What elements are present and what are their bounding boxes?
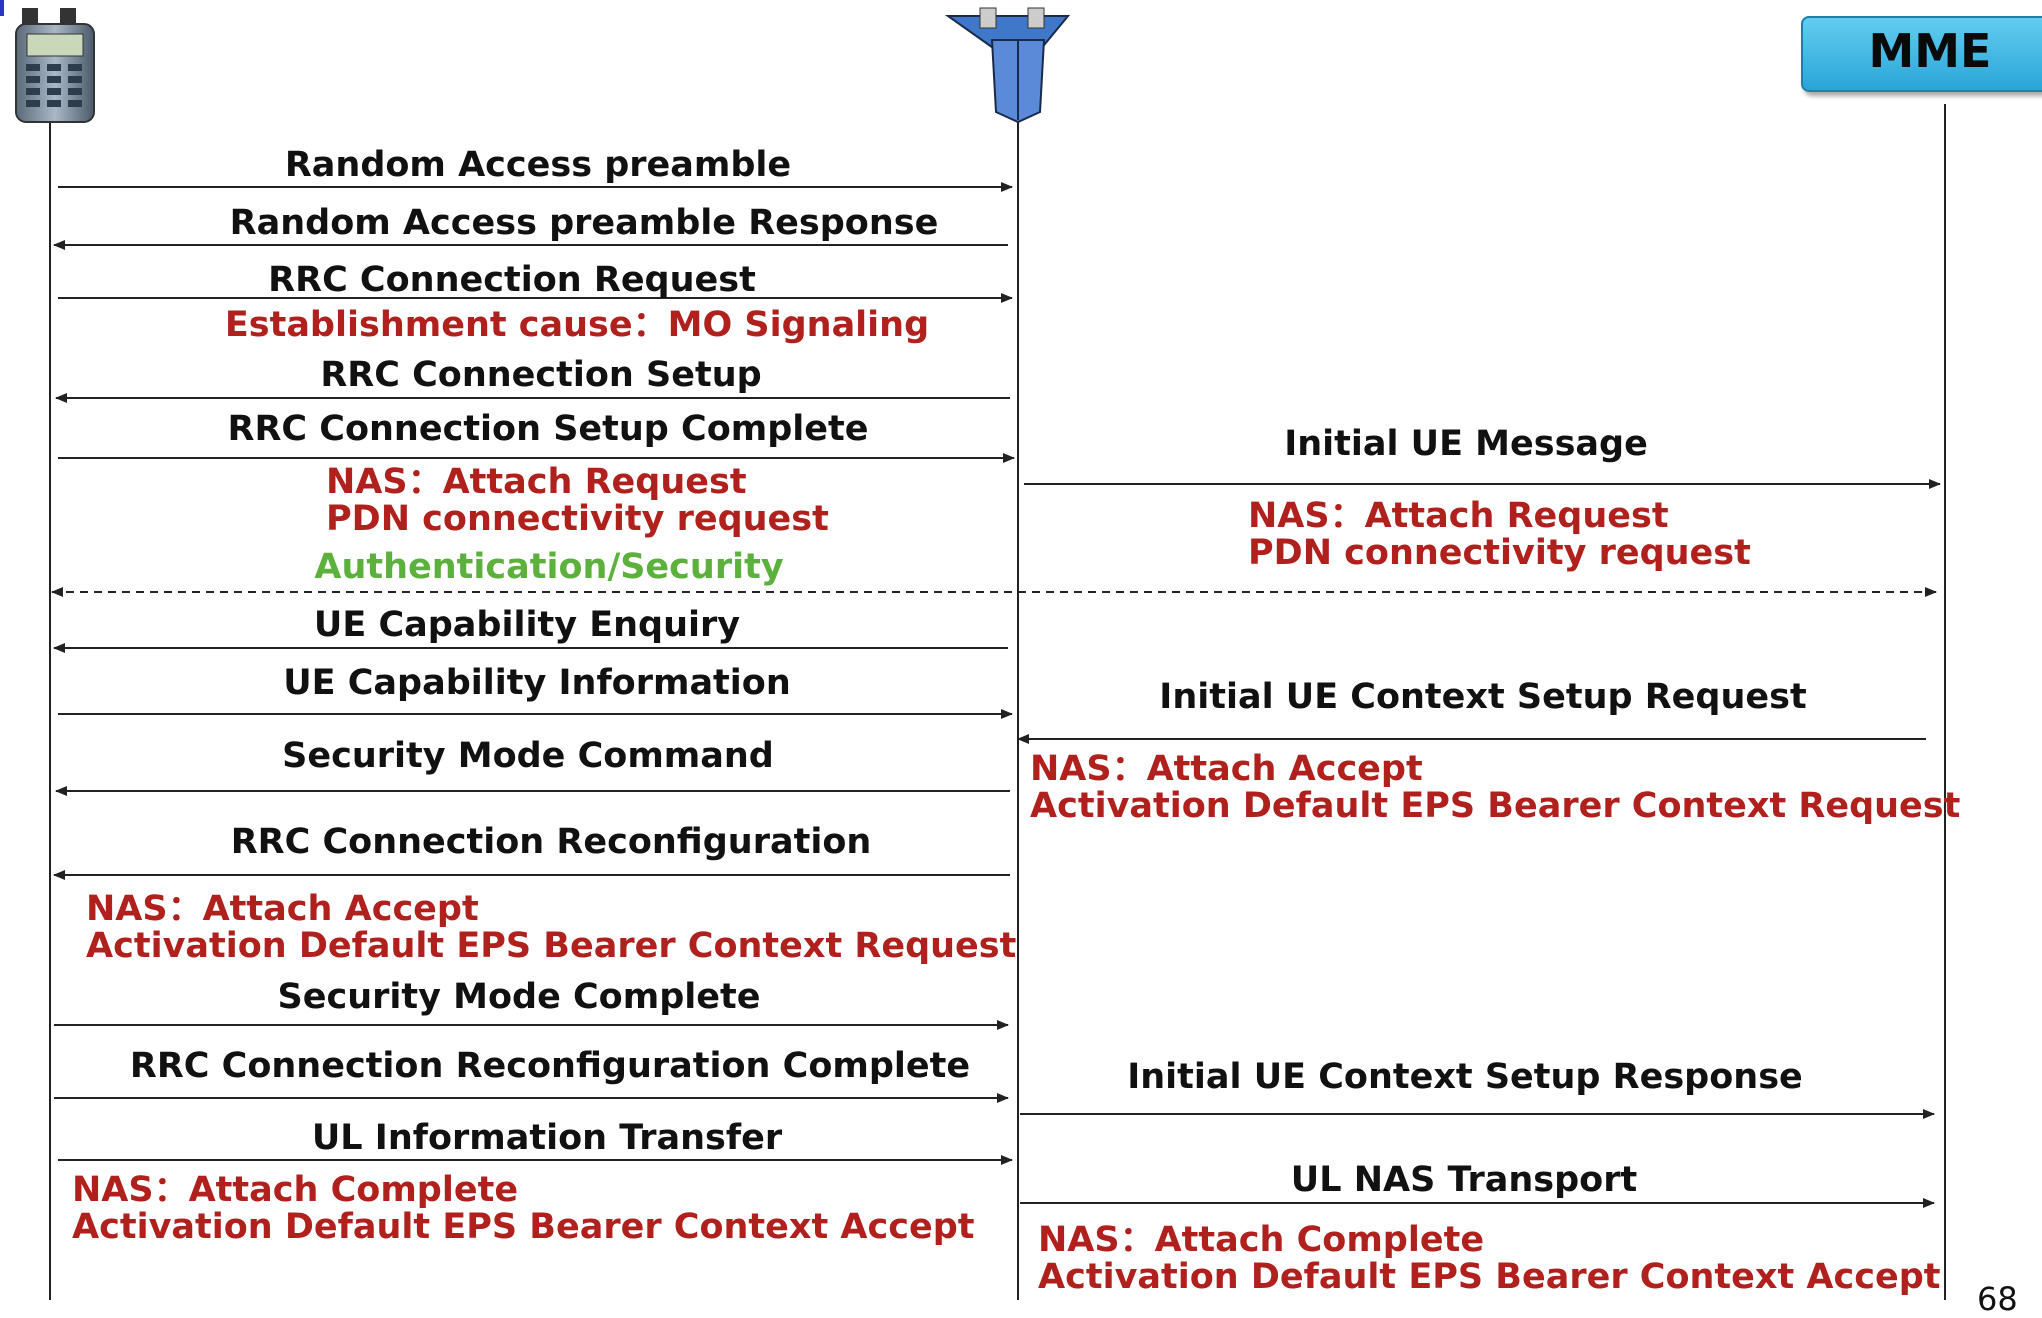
msg-mme-activation-default-eps-accept: Activation Default EPS Bearer Context Ac… [1038,1257,1941,1297]
mme-label: MME [1868,24,1992,78]
msg-rrc-reconfiguration: RRC Connection Reconfiguration [230,822,872,862]
msg-mme-nas-attach-complete: NAS：Attach Complete [1038,1220,1485,1260]
msg-nas-attach-complete: NAS：Attach Complete [72,1170,519,1210]
msg-rrc-reconfig-complete: RRC Connection Reconfiguration Complete [129,1046,971,1086]
msg-security-mode-complete: Security Mode Complete [277,977,761,1017]
mobile-phone-icon [15,8,95,123]
msg-establishment-cause: Establishment cause：MO Signaling [224,305,930,345]
msg-ra-response: Random Access preamble Response [229,203,939,243]
msg-initial-ue-message: Initial UE Message [1284,424,1648,464]
msg-mme-nas-attach-request: NAS：Attach Request [1248,496,1669,536]
msg-rrc-request: RRC Connection Request [268,260,756,300]
msg-rrc-setup: RRC Connection Setup [320,355,762,395]
msg-nas-attach-request: NAS：Attach Request [326,462,747,502]
msg-ul-information-transfer: UL Information Transfer [311,1118,783,1158]
msg-rrc-setup-complete: RRC Connection Setup Complete [227,409,869,449]
msg-activation-default-eps-request: Activation Default EPS Bearer Context Re… [86,926,1017,966]
msg-mme-activation-default-eps-request: Activation Default EPS Bearer Context Re… [1030,786,1961,826]
msg-nas-attach-accept: NAS：Attach Accept [86,889,479,929]
page-number: 68 [1977,1280,2018,1318]
msg-mme-pdn-connectivity-request: PDN connectivity request [1248,533,1751,573]
msg-pdn-connectivity-request: PDN connectivity request [326,499,829,539]
msg-ue-capability-enquiry: UE Capability Enquiry [313,605,741,645]
msg-initial-ctx-setup-request: Initial UE Context Setup Request [1159,677,1807,717]
antenna-tower-icon [944,7,1071,124]
corner-mark [0,0,4,16]
msg-ul-nas-transport: UL NAS Transport [1290,1160,1638,1200]
msg-authentication-security: Authentication/Security [314,547,784,587]
msg-security-mode-command: Security Mode Command [282,736,774,776]
msg-initial-ctx-setup-response: Initial UE Context Setup Response [1127,1057,1803,1097]
msg-mme-nas-attach-accept: NAS：Attach Accept [1030,749,1423,789]
msg-ue-capability-information: UE Capability Information [283,663,791,703]
msg-activation-default-eps-accept: Activation Default EPS Bearer Context Ac… [72,1207,975,1247]
mme-box [1801,16,2042,92]
msg-ra-preamble: Random Access preamble [284,145,792,185]
